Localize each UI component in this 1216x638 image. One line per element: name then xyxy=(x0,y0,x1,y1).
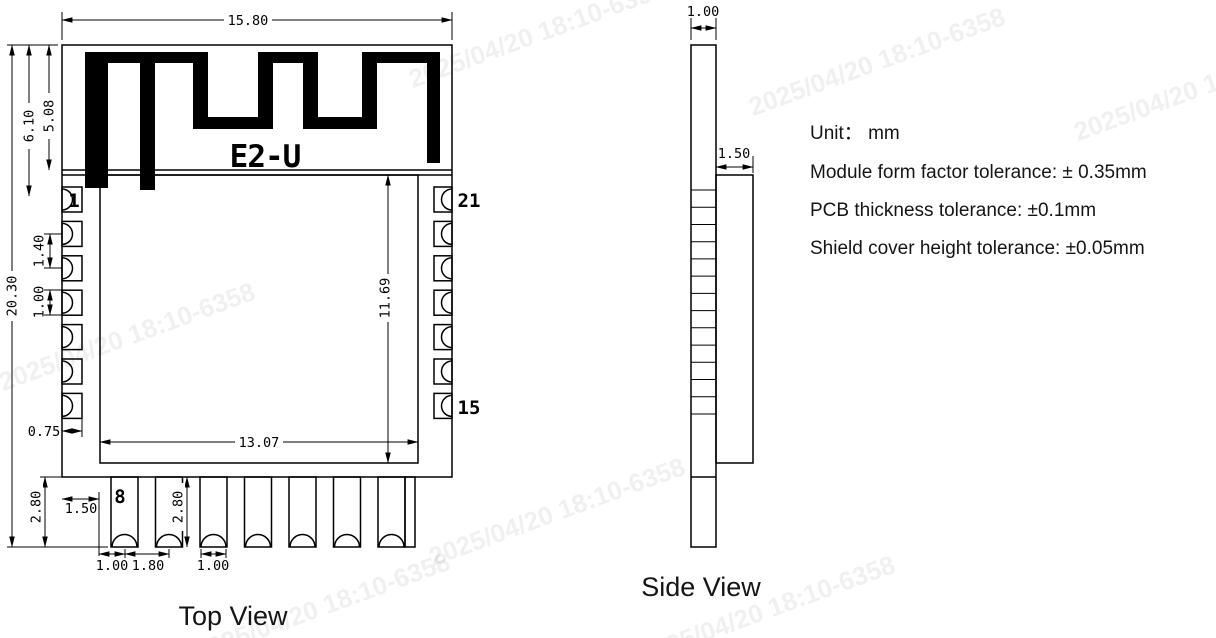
shield-tolerance-note: Shield cover height tolerance: ±0.05mm xyxy=(810,238,1145,259)
pad-left-1 xyxy=(61,186,83,213)
watermark-text: 2025/04/20 18:10-6358 xyxy=(1070,26,1216,147)
pad-bottom-10 xyxy=(199,476,228,548)
pad-right-hole-19 xyxy=(440,257,453,280)
dim-antenna-inner: 5.08 xyxy=(42,100,58,133)
dim-overall-width: 15.80 xyxy=(228,13,269,29)
top-view-caption: Top View xyxy=(178,601,288,631)
pad-right-hole-18 xyxy=(440,291,453,314)
pad-right-hole-21 xyxy=(440,188,453,211)
pad-right-18 xyxy=(433,289,453,316)
pad-right-17 xyxy=(433,323,453,351)
bottom-right-strip xyxy=(404,476,416,548)
pin8-label: 8 xyxy=(114,486,125,508)
pad-left-hole-5 xyxy=(61,325,74,349)
pad-right-hole-15 xyxy=(440,394,453,418)
pad-bottom-hole-13 xyxy=(333,533,361,548)
pad-right-16 xyxy=(433,358,453,385)
pad-bottom-hole-12 xyxy=(289,533,316,548)
pad-left-hole-4 xyxy=(61,291,74,314)
pin21-label: 21 xyxy=(458,190,481,212)
unit-note: Unit： mm xyxy=(810,123,900,144)
pad-left-6 xyxy=(61,358,83,385)
pin15-label: 15 xyxy=(458,397,481,419)
pad-right-19 xyxy=(433,255,453,282)
module-name-label: E2-U xyxy=(230,139,301,175)
side-view-drawing: 1.00 1.50 xyxy=(687,4,754,548)
pad-left-hole-6 xyxy=(61,360,74,383)
shield-cover-outline xyxy=(715,174,754,464)
antenna-trace xyxy=(85,52,440,190)
pad-right-20 xyxy=(433,220,453,248)
pad-bottom-12 xyxy=(288,476,317,548)
pad-left-hole-2 xyxy=(61,222,74,246)
pad-left-hole-3 xyxy=(61,257,74,280)
dim-bottom-pad-height: 2.80 xyxy=(171,491,187,524)
dim-shield-height: 11.69 xyxy=(378,278,394,319)
dim-pad-pitch: 1.40 xyxy=(32,235,48,268)
pad-left-hole-1 xyxy=(61,188,74,211)
pad-bottom-hole-9 xyxy=(155,533,183,548)
dim-overall-height: 20.30 xyxy=(5,276,21,317)
pad-left-5 xyxy=(61,323,83,351)
dim-hole-diameter: 1.00 xyxy=(96,558,129,574)
dim-hole-gap: 1.80 xyxy=(132,558,165,574)
dim-hole-diameter2: 1.00 xyxy=(197,558,230,574)
notes-block: Unit： mm Module form factor tolerance: ±… xyxy=(810,123,1147,259)
pad-right-15 xyxy=(433,392,453,420)
pad-bottom-hole-10 xyxy=(200,533,227,548)
watermark-text: 2025/04/20 18:10-6358 xyxy=(425,451,689,572)
dim-pcb-thickness: 1.00 xyxy=(687,4,720,20)
pad-bottom-11 xyxy=(243,476,273,548)
pad-right-hole-20 xyxy=(440,222,453,246)
pad-bottom-13 xyxy=(332,476,362,548)
pad-bottom-hole-14 xyxy=(378,533,405,548)
pad-left-7 xyxy=(61,392,83,420)
pad-bottom-8 xyxy=(110,476,139,548)
dim-shield-width: 13.07 xyxy=(239,435,280,451)
castellation-edge-lines xyxy=(691,189,716,415)
watermark-text: 2025/04/20 18:10-6358 xyxy=(405,0,669,94)
dim-antenna-outer: 6.10 xyxy=(22,110,38,143)
module-tolerance-note: Module form factor tolerance: ± 0.35mm xyxy=(810,162,1147,183)
dim-pad-height: 1.00 xyxy=(32,286,48,319)
dim-bottom-margin: 1.50 xyxy=(65,501,98,517)
pcb-tolerance-note: PCB thickness tolerance: ±0.1mm xyxy=(810,200,1096,221)
pad-bottom-14 xyxy=(377,476,406,548)
dim-pad-width: 0.75 xyxy=(28,424,61,440)
pad-bottom-hole-11 xyxy=(244,533,272,548)
pad-left-4 xyxy=(61,289,83,316)
top-view-drawing: E2-U 1 21 15 8 xyxy=(61,44,481,548)
pcb-edge-outline xyxy=(690,44,717,548)
pad-left-hole-7 xyxy=(61,394,74,418)
side-view-caption: Side View xyxy=(641,572,761,602)
top-view-dimensions: 15.80 20.30 6.10 5.08 1.40 1.00 0.75 13.… xyxy=(5,12,453,574)
dim-bottom-row-height: 2.80 xyxy=(29,491,45,524)
module-outline xyxy=(61,44,453,478)
dim-shield-cover-width: 1.50 xyxy=(718,146,751,162)
pad-bottom-hole-8 xyxy=(111,533,138,548)
shield-outline xyxy=(99,174,419,464)
pad-right-21 xyxy=(433,186,453,213)
watermark-text: 2025/04/20 18:10-6358 xyxy=(745,1,1009,122)
pad-right-hole-17 xyxy=(440,325,453,349)
pad-right-hole-16 xyxy=(440,360,453,383)
pin1-label: 1 xyxy=(68,190,79,212)
